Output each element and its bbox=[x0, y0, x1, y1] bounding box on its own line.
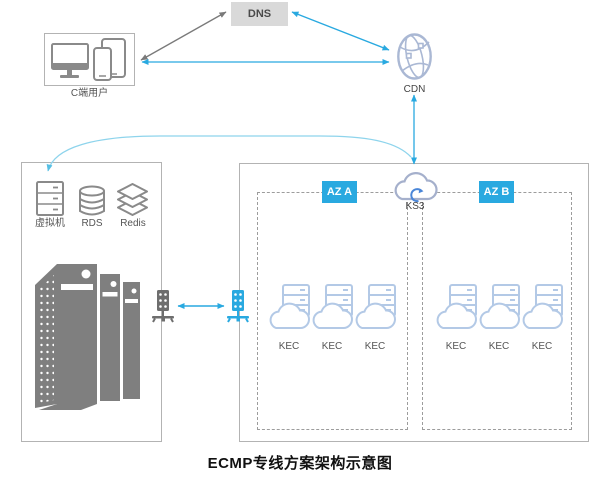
redis-label: Redis bbox=[120, 218, 146, 229]
ks3-label: KS3 bbox=[405, 201, 425, 212]
cdn-globe-icon bbox=[397, 33, 432, 80]
kec-icon bbox=[522, 284, 563, 329]
cloud-router-icon bbox=[227, 290, 249, 323]
kec-label: KEC bbox=[531, 341, 553, 352]
redis-layers-icon bbox=[117, 183, 148, 216]
kec-icon bbox=[312, 284, 353, 329]
dns-node: DNS bbox=[231, 2, 288, 26]
vm-server-icon bbox=[36, 181, 64, 216]
edge-dns-cdn bbox=[291, 11, 390, 51]
kec-label: KEC bbox=[321, 341, 343, 352]
az-b-label: AZ B bbox=[483, 186, 510, 198]
phone-icon bbox=[93, 47, 112, 81]
ks3-cloud-icon bbox=[394, 172, 438, 203]
az-a-label: AZ A bbox=[326, 186, 353, 198]
edge-ks3-vm-curve bbox=[46, 135, 412, 172]
cdn-label: CDN bbox=[403, 84, 426, 95]
kec-icon bbox=[479, 284, 520, 329]
rds-database-icon bbox=[79, 185, 105, 216]
edge-client-dns bbox=[140, 11, 227, 61]
kec-label: KEC bbox=[488, 341, 510, 352]
az-a-badge: AZ A bbox=[322, 181, 357, 203]
az-b-badge: AZ B bbox=[479, 181, 514, 203]
client-label: C端用户 bbox=[70, 88, 109, 99]
diagram-title: ECMP专线方案架构示意图 bbox=[207, 455, 393, 472]
kec-label: KEC bbox=[445, 341, 467, 352]
kec-icon bbox=[436, 284, 477, 329]
kec-label: KEC bbox=[278, 341, 300, 352]
kec-icon bbox=[355, 284, 396, 329]
vm-label: 虚拟机 bbox=[35, 218, 65, 229]
kec-label: KEC bbox=[364, 341, 386, 352]
idc-router-icon bbox=[152, 290, 174, 323]
kec-icon bbox=[269, 284, 310, 329]
rds-label: RDS bbox=[81, 218, 103, 229]
dns-label: DNS bbox=[247, 8, 272, 20]
server-towers-icon bbox=[35, 264, 140, 410]
client-devices-icon bbox=[51, 38, 126, 81]
